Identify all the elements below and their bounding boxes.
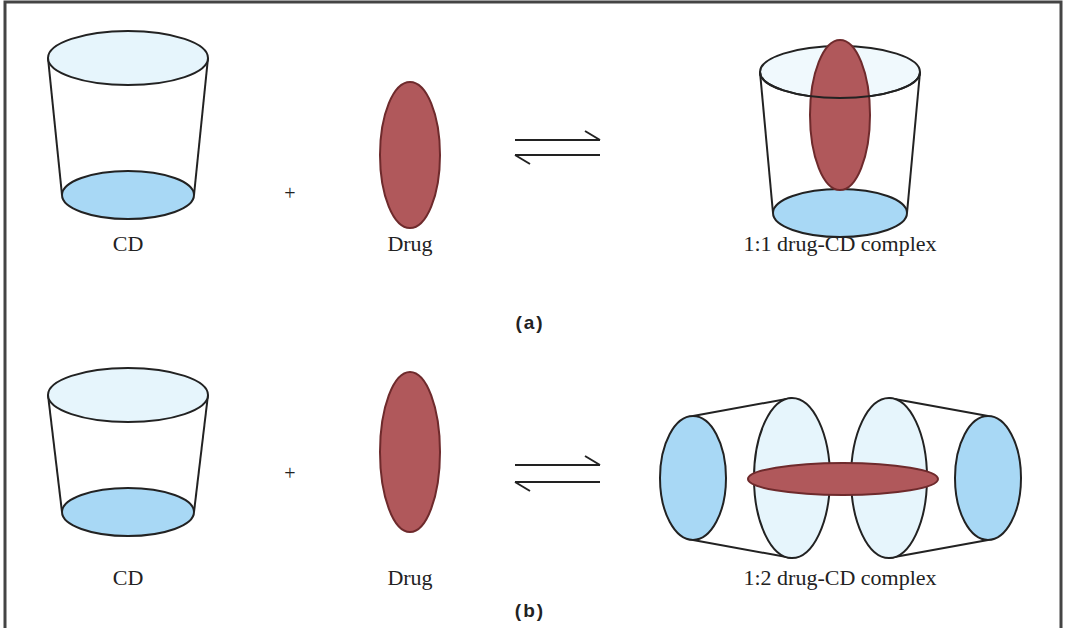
complex-cup: [760, 40, 920, 237]
cd-label: CD: [113, 232, 144, 256]
drug-ellipse: [380, 82, 440, 228]
drug-label: Drug: [387, 566, 432, 590]
cd-cup: [48, 368, 208, 536]
caption-text: CD: [113, 232, 144, 256]
equilibrium-arrows: [515, 131, 600, 164]
drug-label: Drug: [387, 232, 432, 256]
caption-text: 1:2 drug-CD complex: [743, 566, 936, 590]
complex-label: 1:2 drug-CD complex: [743, 566, 936, 590]
equilibrium-arrows: [515, 456, 600, 491]
plus-sign: +: [284, 182, 295, 205]
cd-label: CD: [113, 566, 144, 590]
complex-label: 1:1 drug-CD complex: [743, 232, 936, 256]
caption-text: CD: [113, 566, 144, 590]
complex-two-cd: [660, 398, 1021, 558]
cd-cup: [48, 31, 208, 219]
frame: [5, 2, 1061, 628]
caption-text: Drug: [387, 232, 432, 256]
plus-sign: +: [284, 462, 295, 485]
panel-letter: (a): [515, 312, 544, 334]
drug-ellipse: [380, 372, 440, 532]
panel-letter: (b): [515, 600, 545, 622]
caption-text: 1:1 drug-CD complex: [743, 232, 936, 256]
caption-text: Drug: [387, 566, 432, 590]
